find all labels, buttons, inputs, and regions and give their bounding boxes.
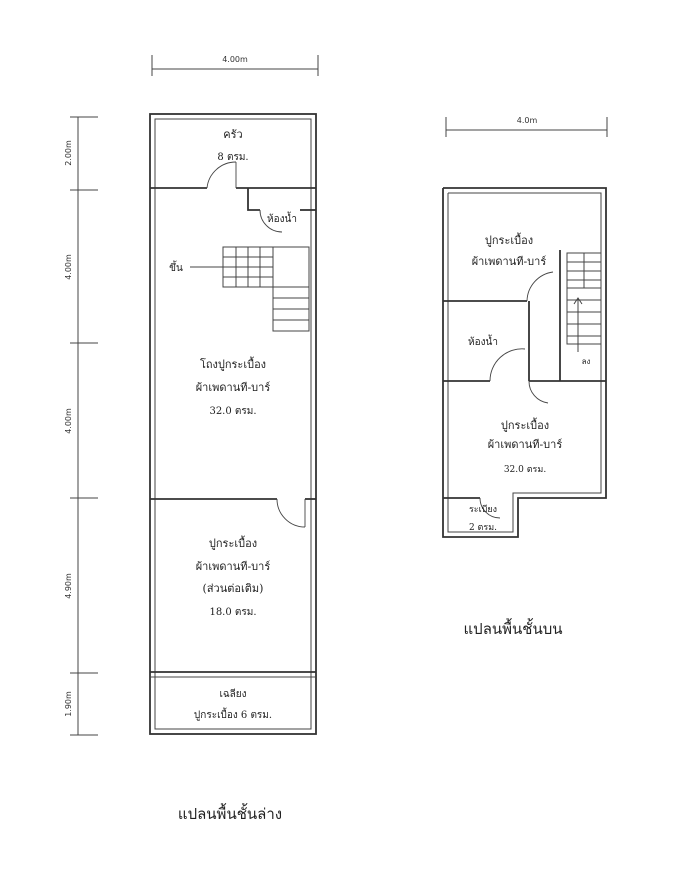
- ground-floor-plan: 4.00m 2.00m 4.00m 4.00m 4.90m 1.90m: [64, 55, 319, 823]
- room2-area: 32.0 ตรม.: [504, 465, 547, 475]
- ground-bathroom-name: ห้องน้ำ: [267, 211, 297, 225]
- porch-line2: ปูกระเบื้อง 6 ตรม.: [194, 707, 272, 721]
- kitchen-area: 8 ตรม.: [217, 152, 248, 163]
- upper-room-labels: ปูกระเบื้อง ผ้าเพดานที-บาร์ ห้องน้ำ ลง ป…: [468, 232, 590, 533]
- front-line3: (ส่วนต่อเติม): [203, 582, 264, 595]
- porch-line1: เฉลียง: [219, 688, 246, 700]
- room2-line2: ผ้าเพดานที-บาร์: [488, 438, 563, 451]
- ground-depth-label-5: 1.90m: [64, 691, 73, 717]
- room2-door-swing: [528, 380, 549, 404]
- upper-floor-title: แปลนพื้นชั้นบน: [464, 618, 563, 638]
- upper-walls: [442, 187, 607, 538]
- bathroom-door-swing: [259, 209, 283, 233]
- room1-line1: ปูกระเบื้อง: [485, 232, 533, 247]
- ground-floor-title: แปลนพื้นชั้นล่าง: [178, 803, 282, 823]
- ground-width-label: 4.00m: [222, 55, 248, 64]
- upper-bathroom-name: ห้องน้ำ: [468, 334, 498, 348]
- ground-room-labels: ครัว 8 ตรม. ห้องน้ำ ขึ้น โถงปูกระเบื้อง …: [169, 128, 297, 721]
- stair-up-label: ขึ้น: [169, 260, 183, 274]
- ground-doors: [206, 161, 306, 528]
- room1-door-swing: [526, 271, 554, 302]
- front-line2: ผ้าเพดานที-บาร์: [196, 560, 271, 573]
- front-area: 18.0 ตรม.: [209, 607, 256, 618]
- front-line1: ปูกระเบื้อง: [209, 535, 257, 550]
- balcony-door-swing: [479, 497, 501, 519]
- upper-staircase: [566, 252, 602, 352]
- ground-staircase: [190, 246, 310, 332]
- hall-line1: โถงปูกระเบื้อง: [200, 356, 266, 371]
- ground-walls: [149, 113, 317, 735]
- hall-line2: ผ้าเพดานที-บาร์: [196, 381, 271, 394]
- ground-depth-label-3: 4.00m: [64, 408, 73, 434]
- ground-depth-label-2: 4.00m: [64, 254, 73, 280]
- balcony-area: 2 ตรม.: [469, 523, 497, 533]
- upper-floor-plan: 4.0m: [442, 116, 608, 638]
- upper-width-label: 4.0m: [517, 116, 538, 125]
- ground-depth-label-1: 2.00m: [64, 140, 73, 166]
- stair-down-label: ลง: [582, 357, 591, 366]
- upper-width-dimension: 4.0m: [445, 116, 608, 137]
- ground-depth-label-4: 4.90m: [64, 573, 73, 599]
- kitchen-door-swing: [206, 161, 237, 189]
- ground-depth-dimension: 2.00m 4.00m 4.00m 4.90m 1.90m: [64, 116, 98, 736]
- ground-width-dimension: 4.00m: [151, 55, 319, 76]
- hall-area: 32.0 ตรม.: [209, 406, 256, 417]
- upper-bathroom-door-swing: [489, 348, 526, 382]
- balcony-name: ระเบียง: [469, 504, 497, 515]
- kitchen-name: ครัว: [223, 128, 242, 141]
- room1-line2: ผ้าเพดานที-บาร์: [472, 255, 547, 268]
- upper-doors: [479, 271, 554, 519]
- room2-line1: ปูกระเบื้อง: [501, 417, 549, 432]
- front-door-swing: [276, 498, 306, 528]
